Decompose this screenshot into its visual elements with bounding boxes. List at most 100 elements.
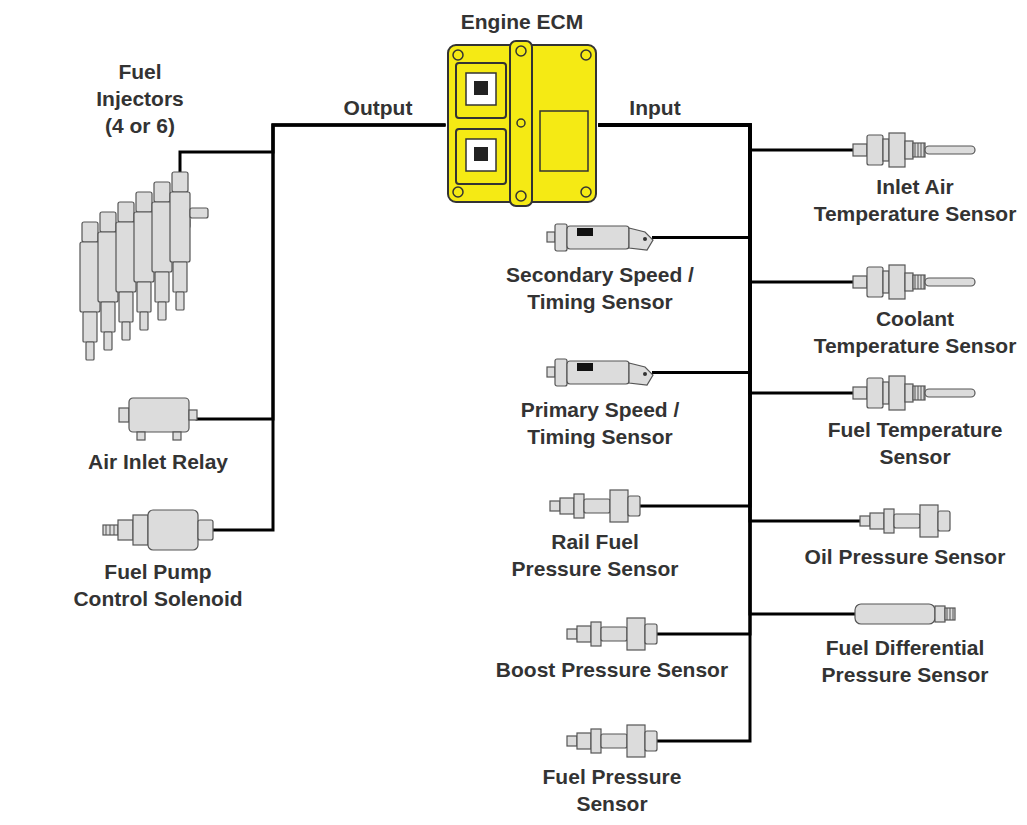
signal-wire xyxy=(600,125,750,506)
icon-part xyxy=(913,386,925,400)
icon-part xyxy=(83,312,97,342)
icon-part xyxy=(137,282,151,312)
icon-part xyxy=(913,143,925,157)
icon-part xyxy=(853,387,867,399)
ecm-pin xyxy=(474,147,488,161)
pressure-sensor: Fuel Pressure Sensor xyxy=(525,725,700,817)
icon-part xyxy=(86,342,94,360)
injector xyxy=(80,222,118,360)
sensor-mark xyxy=(577,228,593,236)
component-label: Oil Pressure Sensor xyxy=(790,543,1020,570)
icon-part xyxy=(122,322,130,340)
injector-group: Fuel Injectors (4 or 6) xyxy=(70,58,210,362)
thread xyxy=(923,386,924,400)
pressure-sensor-icon xyxy=(550,490,640,522)
ecm-connector xyxy=(456,129,506,184)
icon-part xyxy=(855,604,935,624)
sensor-tip xyxy=(629,228,653,250)
icon-part xyxy=(567,226,629,249)
icon-part xyxy=(129,398,189,432)
icon-part xyxy=(905,273,913,291)
icon-part xyxy=(883,139,889,161)
icon-part xyxy=(938,511,950,531)
component-label: Boost Pressure Sensor xyxy=(482,656,742,683)
icon-part xyxy=(925,278,975,286)
icon-part xyxy=(627,618,645,650)
icon-part xyxy=(645,624,657,644)
icon-part xyxy=(118,202,134,222)
icon-part xyxy=(905,141,913,159)
icon-part xyxy=(170,192,190,262)
icon-part xyxy=(98,232,118,302)
bolt xyxy=(581,187,591,197)
thread xyxy=(953,608,954,620)
icon-part xyxy=(889,133,905,167)
temperature-sensor: Coolant Temperature Sensor xyxy=(812,265,1019,359)
thread xyxy=(914,143,915,157)
component-label: Fuel Pump Control Solenoid xyxy=(68,558,248,612)
icon-part xyxy=(550,501,560,511)
thread xyxy=(914,386,915,400)
ecm-socket xyxy=(466,139,496,171)
icon-part xyxy=(935,606,945,622)
icon-part xyxy=(567,361,629,384)
component-label: Rail Fuel Pressure Sensor xyxy=(508,528,683,582)
icon-part xyxy=(567,736,577,746)
icon-part xyxy=(173,432,181,440)
thread xyxy=(914,275,915,289)
icon-part xyxy=(601,627,627,641)
component-label: Air Inlet Relay xyxy=(58,448,258,475)
icon-part xyxy=(101,302,115,332)
icon-part xyxy=(853,144,867,156)
component-label: Secondary Speed / Timing Sensor xyxy=(485,261,715,315)
ecm-connector xyxy=(456,63,506,118)
component-label: Coolant Temperature Sensor xyxy=(812,305,1019,359)
icon-part xyxy=(945,608,955,620)
icon-part xyxy=(567,629,577,639)
injector-group-icon xyxy=(70,172,210,362)
icon-part xyxy=(555,359,567,386)
icon-part xyxy=(889,265,905,299)
injector xyxy=(134,192,172,330)
icon-part xyxy=(925,389,975,397)
icon-part xyxy=(601,734,627,748)
icon-part xyxy=(574,494,584,518)
bolt xyxy=(517,119,525,127)
pressure-sensor-icon xyxy=(860,505,950,537)
sensor-mark xyxy=(577,363,593,371)
icon-part xyxy=(591,622,601,646)
thread xyxy=(920,275,921,289)
icon-part xyxy=(82,222,98,242)
icon-part xyxy=(133,515,148,545)
icon-part xyxy=(883,382,889,404)
icon-part xyxy=(883,271,889,293)
speed-sensor: Primary Speed / Timing Sensor xyxy=(485,355,715,450)
icon-part xyxy=(134,212,154,282)
icon-part xyxy=(100,212,116,232)
signal-direction: Output xyxy=(342,94,415,121)
icon-part xyxy=(555,224,567,251)
temperature-sensor-icon xyxy=(853,376,978,410)
thread xyxy=(917,386,918,400)
sensor-tip xyxy=(629,363,653,385)
icon-part xyxy=(148,510,198,550)
thread xyxy=(920,386,921,400)
icon-part xyxy=(155,272,169,302)
temperature-sensor-icon xyxy=(853,265,978,299)
icon-part xyxy=(591,729,601,753)
ecm-panel xyxy=(540,111,588,171)
sensor-dot xyxy=(643,372,647,376)
speed-sensor: Secondary Speed / Timing Sensor xyxy=(485,220,715,315)
pressure-sensor: Rail Fuel Pressure Sensor xyxy=(508,490,683,582)
thread xyxy=(917,275,918,289)
bolt xyxy=(453,50,463,60)
pressure-sensor: Oil Pressure Sensor xyxy=(790,505,1020,570)
icon-part xyxy=(176,292,184,310)
bolt xyxy=(581,50,591,60)
solenoid-icon xyxy=(103,510,213,550)
icon-part xyxy=(889,376,905,410)
ecm-socket xyxy=(466,73,496,105)
icon-part xyxy=(104,332,112,350)
